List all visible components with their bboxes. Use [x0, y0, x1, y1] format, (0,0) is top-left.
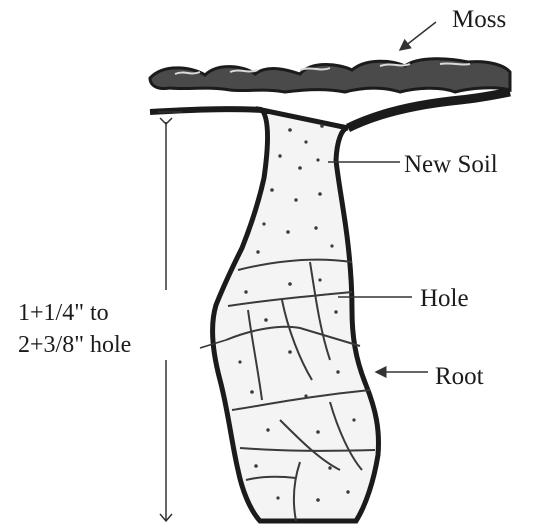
- moss-label: Moss: [452, 7, 506, 32]
- ground-surface-right: [348, 92, 510, 128]
- hole-size-line-2: 2+3/8" hole: [18, 329, 131, 361]
- hole-label: Hole: [420, 286, 469, 311]
- new-soil-label: New Soil: [404, 152, 498, 177]
- hole-size-label: 1+1/4" to 2+3/8" hole: [18, 297, 131, 361]
- dimension-line: [158, 112, 182, 521]
- moss-leader: [400, 22, 436, 50]
- root-label: Root: [435, 364, 484, 389]
- hole-size-line-1: 1+1/4" to: [18, 297, 131, 329]
